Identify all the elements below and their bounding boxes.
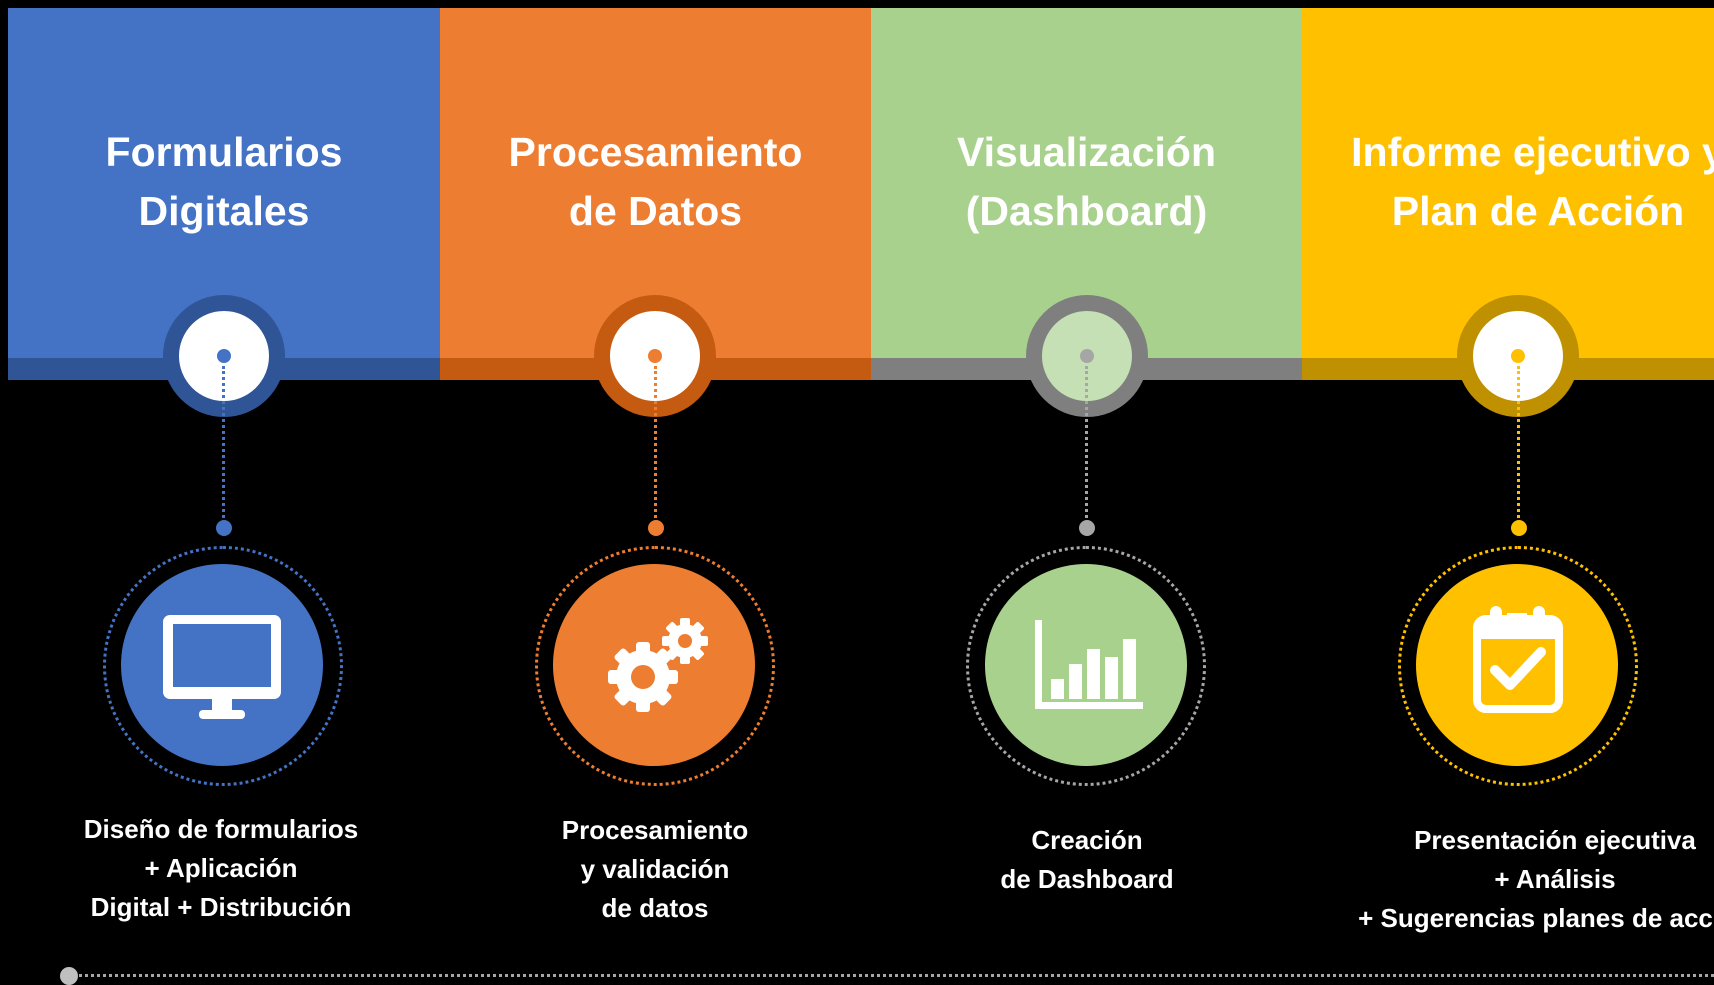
step-2-caption: Procesamiento y validación de datos [561,815,749,923]
step-2-disc [553,564,755,766]
gears-icon [608,618,708,712]
step-2-stem [654,366,657,524]
bottom-timeline-line [72,974,1714,977]
step-4-stem-end [1511,520,1527,536]
step-1-disc [121,564,323,766]
step-4-caption: Presentación ejecutiva + Análisis + Suge… [1358,825,1714,933]
step-4-panel: Informe ejecutivo y Plan de Acción [1302,8,1714,380]
step-1-halo [103,546,343,786]
step-1-connector-dot [217,349,231,363]
step-1-caption: Diseño de formularios + Aplicación Digit… [83,814,359,922]
step-3-title: Visualización (Dashboard) [956,129,1216,234]
step-4-halo [1398,546,1638,786]
step-4-connector-dot [1511,349,1525,363]
step-1-stem [222,366,225,524]
step-4-title: Informe ejecutivo y Plan de Acción [1351,129,1714,234]
step-2-title: Procesamiento de Datos [508,129,803,234]
step-1-stem-end [216,520,232,536]
step-3-connector-dot [1080,349,1094,363]
step-1-title: Formularios Digitales [105,129,343,234]
step-4-disc [1416,564,1618,766]
step-3-caption: Creación de Dashboard [1000,825,1174,894]
step-2-stem-end [648,520,664,536]
step-2-halo [535,546,775,786]
step-3-stem-end [1079,520,1095,536]
step-3-halo [966,546,1206,786]
calendar-check-icon [1473,606,1563,713]
monitor-icon [163,615,281,719]
bottom-timeline-dot [60,967,78,985]
bar-chart-icon [1035,620,1143,709]
step-2-connector-dot [648,349,662,363]
step-3-disc [985,564,1187,766]
step-4-stem [1517,366,1520,524]
step-3-stem [1085,366,1088,524]
